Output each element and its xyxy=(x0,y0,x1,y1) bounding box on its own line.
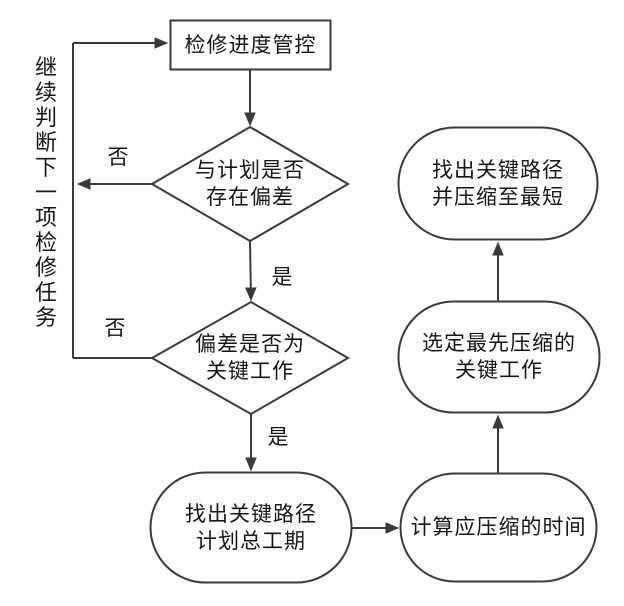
terminal-compress-to-shortest xyxy=(397,126,599,241)
decision-diamond-critical-work xyxy=(149,300,351,416)
process-box-progress-control xyxy=(169,19,332,71)
terminal-find-critical-path xyxy=(149,471,353,584)
decision-diamond-deviation xyxy=(150,125,350,243)
terminal-calc-compress-time xyxy=(399,472,598,583)
arrow-deviation-to-critical xyxy=(244,240,257,302)
terminal-select-first-compress xyxy=(397,300,601,414)
